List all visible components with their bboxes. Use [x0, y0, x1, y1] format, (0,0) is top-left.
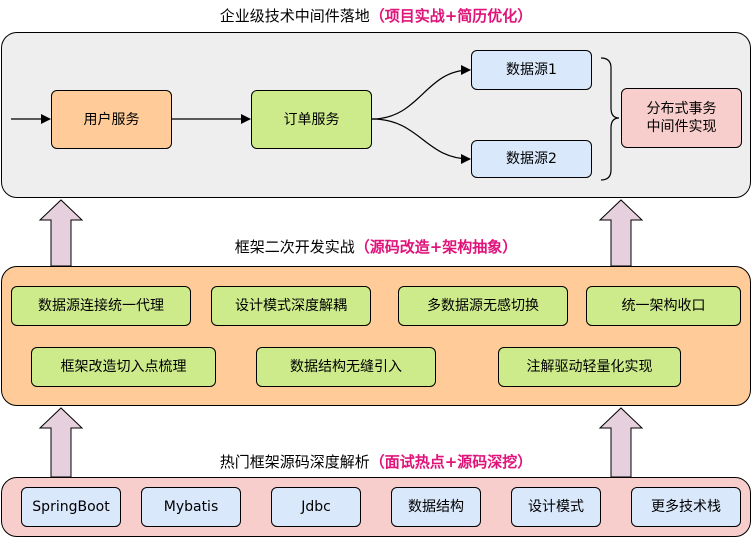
datasource2-box[interactable]: 数据源2 — [471, 140, 592, 178]
tech-label: Jdbc — [301, 499, 331, 515]
distributed-transaction-line1: 分布式事务 — [646, 101, 717, 117]
distributed-transaction-box[interactable]: 分布式事务 中间件实现 — [621, 88, 742, 148]
mid-item-label: 设计模式深度解耦 — [235, 298, 347, 314]
mid-item-annotation-driven[interactable]: 注解驱动轻量化实现 — [498, 347, 681, 387]
order-service-label: 订单服务 — [283, 111, 340, 128]
tech-label: SpringBoot — [32, 499, 110, 515]
user-service-label: 用户服务 — [83, 111, 140, 128]
tech-label: 数据结构 — [408, 499, 464, 515]
bottom-layer-title: 热门框架源码深度解析（面试热点+源码深挖） — [0, 452, 752, 472]
mid-item-label: 数据结构无缝引入 — [290, 359, 402, 375]
mid-item-datasource-proxy[interactable]: 数据源连接统一代理 — [11, 286, 191, 326]
mid-item-label: 框架改造切入点梳理 — [60, 359, 187, 375]
tech-jdbc[interactable]: Jdbc — [271, 487, 361, 527]
middle-layer-highlight: （源码改造+架构抽象） — [354, 238, 518, 256]
datasource1-box[interactable]: 数据源1 — [471, 50, 592, 90]
mid-item-entry-points[interactable]: 框架改造切入点梳理 — [31, 347, 216, 387]
user-service-box[interactable]: 用户服务 — [51, 90, 172, 149]
datasource1-label: 数据源1 — [506, 62, 557, 78]
mid-item-label: 多数据源无感切换 — [427, 298, 539, 314]
order-service-box[interactable]: 订单服务 — [251, 90, 372, 149]
mid-item-data-structure[interactable]: 数据结构无缝引入 — [256, 347, 436, 387]
bottom-layer-panel — [1, 477, 751, 537]
mid-item-label: 注解驱动轻量化实现 — [526, 359, 653, 375]
datasource2-label: 数据源2 — [506, 151, 557, 167]
middle-layer-title-text: 框架二次开发实战 — [234, 238, 355, 256]
tech-label: 设计模式 — [528, 499, 584, 515]
mid-item-design-pattern-decouple[interactable]: 设计模式深度解耦 — [211, 286, 371, 326]
mid-item-unified-architecture[interactable]: 统一架构收口 — [586, 286, 741, 326]
mid-item-label: 数据源连接统一代理 — [38, 298, 164, 314]
tech-label: 更多技术栈 — [651, 499, 721, 515]
top-layer-title: 企业级技术中间件落地（项目实战+简历优化） — [0, 6, 752, 26]
tech-design-pattern[interactable]: 设计模式 — [511, 487, 601, 527]
bottom-layer-title-text: 热门框架源码深度解析 — [219, 453, 370, 471]
middle-layer-title: 框架二次开发实战（源码改造+架构抽象） — [0, 237, 752, 257]
tech-springboot[interactable]: SpringBoot — [21, 487, 121, 527]
mid-item-label: 统一架构收口 — [621, 298, 706, 314]
bottom-layer-highlight: （面试热点+源码深挖） — [369, 453, 533, 471]
tech-label: Mybatis — [163, 499, 219, 515]
top-layer-highlight: （项目实战+简历优化） — [369, 7, 533, 25]
tech-more[interactable]: 更多技术栈 — [631, 487, 741, 527]
top-layer-title-text: 企业级技术中间件落地 — [219, 7, 370, 25]
distributed-transaction-line2: 中间件实现 — [646, 119, 717, 135]
tech-mybatis[interactable]: Mybatis — [141, 487, 241, 527]
tech-data-structure[interactable]: 数据结构 — [391, 487, 481, 527]
mid-item-datasource-switch[interactable]: 多数据源无感切换 — [398, 286, 568, 326]
